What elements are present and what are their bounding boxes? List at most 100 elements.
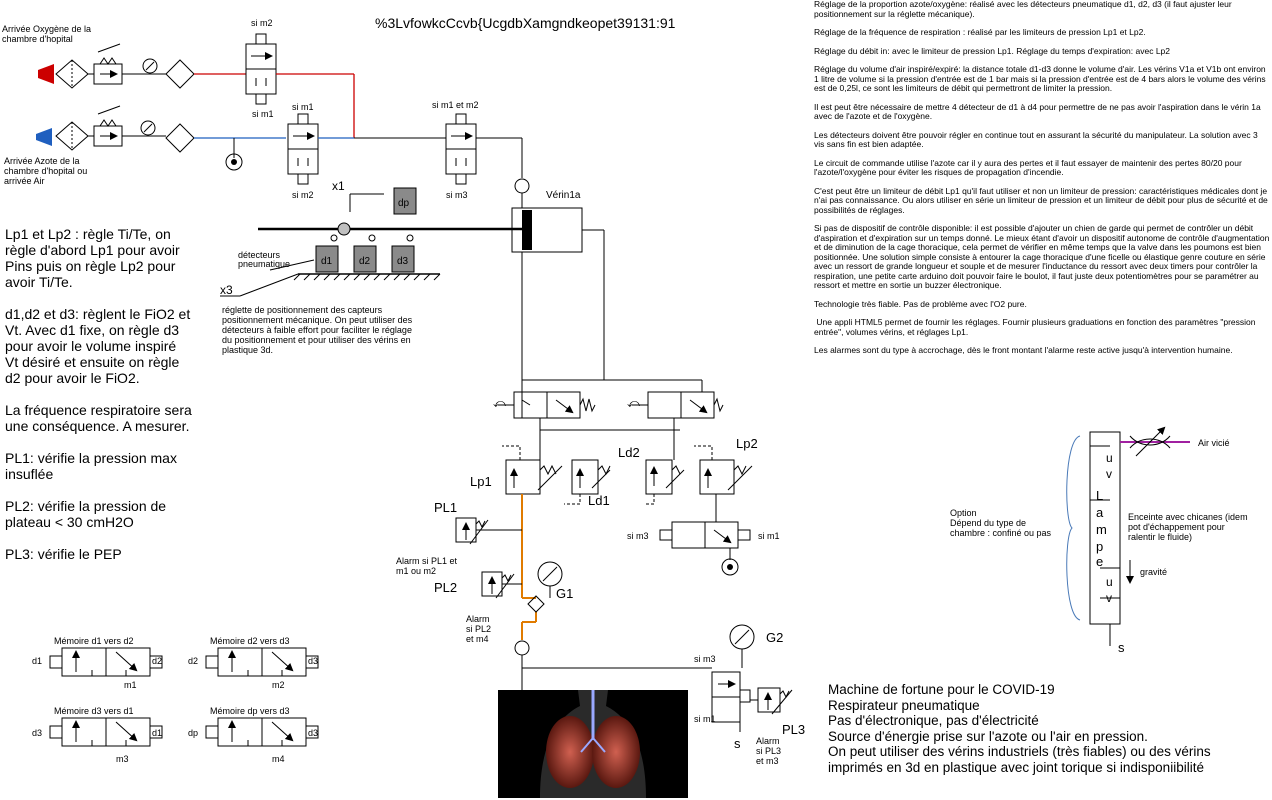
g1-label: G1: [556, 586, 573, 601]
valve-cylinder-feed[interactable]: [445, 113, 477, 185]
oxygen-lubricator: [165, 59, 195, 89]
oxygen-regulator: [93, 43, 123, 85]
memory-title: Mémoire dp vers d3: [210, 706, 290, 716]
right-paragraph: Réglage de la proportion azote/oxygène: …: [814, 0, 1235, 19]
left-paragraph: PL1: vérifie la pression max insuflée: [5, 450, 181, 482]
valve-label: si m1: [252, 109, 274, 119]
manual-knob-icon: ⤺: [627, 396, 640, 410]
right-paragraph: Les alarmes sont du type à accrochage, d…: [814, 345, 1233, 355]
detector-d3[interactable]: [391, 245, 415, 273]
memory-left: d1: [32, 656, 42, 666]
left-paragraph: d1,d2 et d3: règlent le FiO2 et Vt. Avec…: [5, 306, 195, 386]
memory-m: m2: [272, 680, 285, 690]
exhaust-s-label: s: [734, 736, 741, 751]
left-paragraph: La fréquence respiratoire sera une consé…: [5, 402, 196, 434]
valve-oxygen[interactable]: [245, 33, 277, 105]
valve-label: si m3: [627, 531, 649, 541]
uv-bottom-v: v: [1106, 591, 1112, 605]
memory-dp-d3[interactable]: [205, 717, 319, 747]
uv-top-u: u: [1106, 451, 1113, 465]
valve-nitrogen[interactable]: [287, 113, 319, 185]
x1-label: x1: [332, 179, 345, 193]
right-paragraph: Il est peut être nécessaire de mettre 4 …: [814, 101, 1264, 121]
valve-label: si m1: [758, 531, 780, 541]
flow-limiter-ld1[interactable]: [564, 459, 611, 505]
ld1-label: Ld1: [588, 493, 610, 508]
lamp-letter: L: [1096, 488, 1103, 503]
ld2-label: Ld2: [618, 445, 640, 460]
oxygen-gauge-icon: [142, 58, 158, 74]
g2-label: G2: [766, 630, 783, 645]
valve-label: si m3: [446, 190, 468, 200]
uv-top-v: v: [1106, 467, 1112, 481]
pl3-label: PL3: [782, 722, 805, 737]
memory-m: m1: [124, 680, 137, 690]
nitrogen-lubricator: [165, 123, 195, 153]
detector-d1[interactable]: [315, 245, 339, 273]
pressure-switch-pl3[interactable]: [750, 687, 793, 715]
pressure-limiter-lp2[interactable]: [694, 445, 753, 495]
air-vicie-label: Air vicié: [1198, 438, 1230, 448]
nitrogen-regulator: [93, 105, 123, 147]
pressure-limiter-lp1[interactable]: [502, 445, 563, 495]
uv-chamber: [1089, 431, 1121, 646]
memory-left: d2: [188, 656, 198, 666]
chamber-s-label: s: [1118, 640, 1125, 655]
detector-d2-label: d2: [359, 256, 371, 267]
uv-bottom-u: u: [1106, 575, 1113, 589]
gravity-label: gravité: [1140, 567, 1167, 577]
reglette-note: réglette de positionnement des capteurs …: [222, 305, 413, 355]
memory-right: d3: [308, 728, 318, 738]
pl1-label: PL1: [434, 500, 457, 515]
valve-label: si m3: [694, 654, 716, 664]
flow-limiter-ld2[interactable]: [644, 459, 685, 505]
detector-d2[interactable]: [353, 245, 377, 273]
cylinder-label: Vérin1a: [546, 190, 581, 201]
left-paragraph: PL3: vérifie le PEP: [5, 546, 122, 562]
memory-right: d1: [152, 728, 162, 738]
lamp-letter: a: [1096, 505, 1104, 520]
pilot-valve-left[interactable]: [498, 391, 596, 419]
lp1-label: Lp1: [470, 474, 492, 489]
right-paragraph: Technologie très fiable. Pas de problème…: [814, 298, 1027, 309]
left-explanations: Lp1 et Lp2 : règle Ti/Te, on règle d'abo…: [5, 226, 193, 578]
valve-label: si m1: [694, 714, 716, 724]
detector-dp[interactable]: [393, 187, 417, 215]
lamp-letter: m: [1096, 522, 1107, 537]
valve-label: si m1 et m2: [432, 100, 479, 110]
x3-label: x3: [220, 283, 233, 297]
pl2-label: PL2: [434, 580, 457, 595]
summary-line: On peut utiliser des vérins industriels …: [828, 744, 1211, 775]
nitrogen-filter: [55, 121, 89, 151]
left-paragraph: Lp1 et Lp2 : règle Ti/Te, on règle d'abo…: [5, 226, 184, 290]
cylinder-verin1a: [258, 207, 583, 253]
valve-label: si m2: [251, 18, 273, 28]
memory-d2-d3[interactable]: [205, 647, 319, 677]
valve-exhaust-right[interactable]: [659, 521, 751, 549]
detector-d1-label: d1: [321, 256, 333, 267]
memory-d3-d1[interactable]: [49, 717, 163, 747]
rod-cam-icon: [337, 222, 351, 236]
memory-m: m4: [272, 754, 285, 764]
lamp-letter: e: [1096, 554, 1103, 569]
detector-d3-label: d3: [397, 256, 409, 267]
right-paragraph: Une appli HTML5 permet de fournir les ré…: [814, 317, 1258, 337]
right-paragraph: C'est peut être un limiteur de débit Lp1…: [814, 185, 1271, 215]
pressure-switch-pl1[interactable]: [455, 517, 522, 545]
check-valve-icon: [514, 640, 530, 656]
pilot-valve-right[interactable]: [632, 391, 724, 419]
rail-hatching: [293, 273, 441, 281]
memory-left: dp: [188, 728, 198, 738]
right-paragraph: Réglage de la fréquence de respiration :…: [814, 27, 1146, 37]
lungs-image: [498, 690, 688, 798]
memory-d1-d2[interactable]: [49, 647, 163, 677]
valve-exhale[interactable]: [711, 671, 751, 723]
memory-right: d2: [152, 656, 162, 666]
pressure-switch-pl2[interactable]: [481, 571, 522, 599]
exhaust-icon: [721, 558, 739, 576]
left-paragraph: PL2: vérifie la pression de plateau < 30…: [5, 498, 170, 530]
